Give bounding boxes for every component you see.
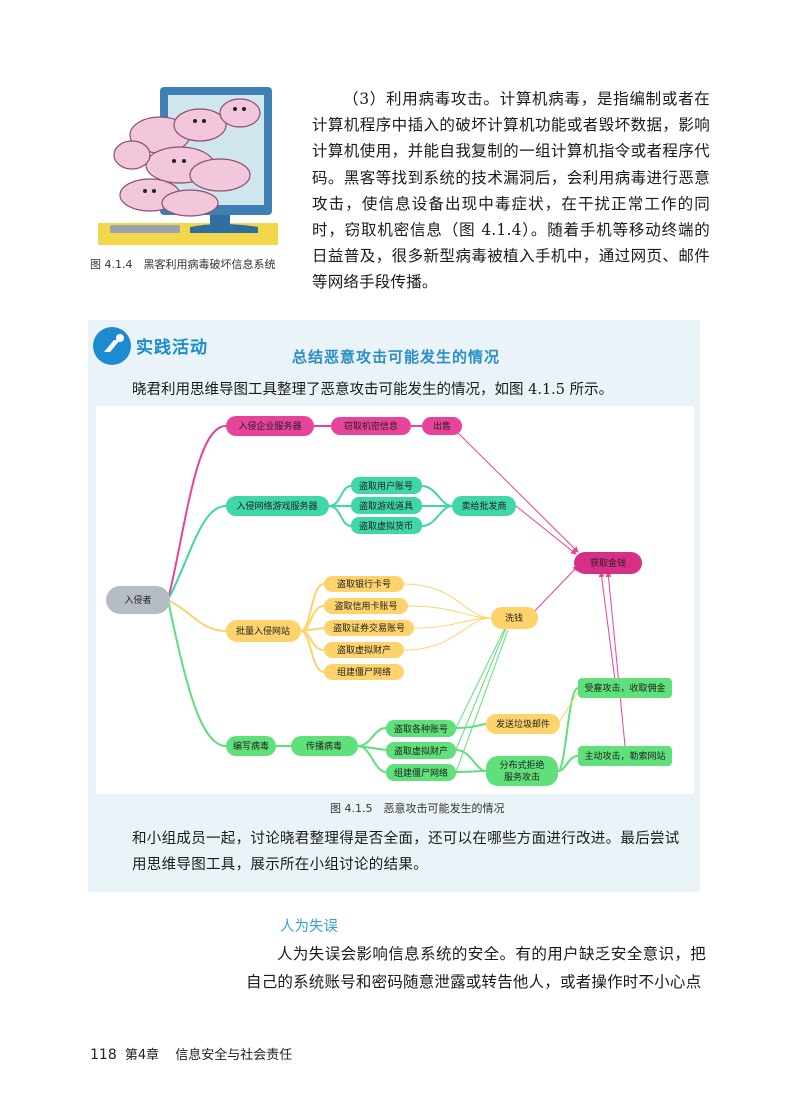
activity-task-paragraph: 和小组成员一起，讨论晓君整理得是否全面，还可以在哪些方面进行改进。最后尝试用思维… xyxy=(132,831,680,873)
node-steal-bank-card: 盗取银行卡号 xyxy=(324,576,404,592)
chapter-label: 第4章 xyxy=(124,1048,160,1063)
monitor-stand xyxy=(210,215,230,227)
svg-text:盗取用户账号: 盗取用户账号 xyxy=(359,480,413,492)
node-steal-securities-account: 盗取证券交易账号 xyxy=(324,620,414,636)
svg-text:卖给批发商: 卖给批发商 xyxy=(461,500,506,512)
virus-cloud-icon xyxy=(113,98,261,217)
node-steal-game-items: 盗取游戏道具 xyxy=(351,497,422,514)
activity-intro: 晓君利用思维导图工具整理了恶意攻击可能发生的情况，如图 4.1.5 所示。 xyxy=(132,382,614,398)
node-spread-virus: 传播病毒 xyxy=(291,736,358,756)
node-sell-to-wholesaler: 卖给批发商 xyxy=(452,496,516,516)
node-enterprise-server: 入侵企业服务器 xyxy=(226,416,314,436)
node-steal-various-accounts: 盗取各种账号 xyxy=(386,720,456,737)
keyboard xyxy=(110,225,180,233)
svg-text:入侵企业服务器: 入侵企业服务器 xyxy=(238,420,301,432)
root-label: 入侵者 xyxy=(124,594,151,606)
node-build-botnet-2: 组建僵尸网络 xyxy=(386,764,456,781)
activity-title: 总结恶意攻击可能发生的情况 xyxy=(292,348,501,366)
svg-text:盗取各种账号: 盗取各种账号 xyxy=(394,723,448,735)
node-steal-virtual-property-2: 盗取虚拟财产 xyxy=(386,742,456,759)
svg-text:分布式拒绝: 分布式拒绝 xyxy=(499,759,544,771)
body-paragraph: （3）利用病毒攻击。计算机病毒，是指编制或者在计算机程序中插入的破坏计算机功能或… xyxy=(312,90,710,292)
svg-text:受雇攻击，收取佣金: 受雇攻击，收取佣金 xyxy=(584,682,665,694)
node-steal-virtual-currency: 盗取虚拟货币 xyxy=(351,517,422,534)
svg-text:批量入侵网站: 批量入侵网站 xyxy=(236,625,290,637)
mind-map-arrows xyxy=(450,425,627,773)
svg-text:主动攻击，勒索网站: 主动攻击，勒索网站 xyxy=(584,750,665,762)
svg-text:盗取银行卡号: 盗取银行卡号 xyxy=(337,578,391,590)
node-sell: 出售 xyxy=(422,417,462,435)
section-heading: 人为失误 xyxy=(280,919,338,935)
svg-text:盗取证券交易账号: 盗取证券交易账号 xyxy=(333,622,405,634)
svg-text:组建僵尸网络: 组建僵尸网络 xyxy=(394,767,448,779)
svg-text:窃取机密信息: 窃取机密信息 xyxy=(344,420,398,432)
svg-text:服务攻击: 服务攻击 xyxy=(504,771,540,783)
svg-text:传播病毒: 传播病毒 xyxy=(306,740,342,752)
svg-text:入侵网络游戏服务器: 入侵网络游戏服务器 xyxy=(236,500,317,512)
node-active-attack: 主动攻击，勒索网站 xyxy=(578,746,672,766)
svg-text:组建僵尸网络: 组建僵尸网络 xyxy=(337,666,391,678)
node-steal-secrets: 窃取机密信息 xyxy=(331,417,411,435)
node-steal-user-account: 盗取用户账号 xyxy=(351,477,422,494)
virus-faces xyxy=(143,107,246,193)
svg-text:编写病毒: 编写病毒 xyxy=(233,740,269,752)
node-get-money: 获取金钱 xyxy=(574,552,642,574)
figure-caption: 图 4.1.4 黑客利用病毒破坏信息系统 xyxy=(90,258,276,271)
node-hired-attack: 受雇攻击，收取佣金 xyxy=(578,678,672,698)
mind-map: 入侵者 入侵企业服务器 窃取机密信息 出售 入侵网络游戏服务器 盗取用户账号 盗… xyxy=(96,406,694,794)
node-build-botnet: 组建僵尸网络 xyxy=(324,664,404,680)
svg-text:盗取虚拟财产: 盗取虚拟财产 xyxy=(337,644,391,656)
node-send-spam: 发送垃圾邮件 xyxy=(486,714,560,734)
node-steal-credit-card: 盗取信用卡账号 xyxy=(324,598,408,614)
chapter-title: 信息安全与社会责任 xyxy=(175,1048,293,1063)
node-launder-money: 洗钱 xyxy=(491,607,538,629)
svg-text:发送垃圾邮件: 发送垃圾邮件 xyxy=(496,718,550,730)
mind-map-root-node: 入侵者 xyxy=(106,586,170,614)
svg-text:获取金钱: 获取金钱 xyxy=(590,557,626,569)
node-game-server: 入侵网络游戏服务器 xyxy=(226,496,329,516)
node-batch-intrude-sites: 批量入侵网站 xyxy=(226,620,301,642)
virus-computer-illustration xyxy=(98,87,278,245)
svg-text:出售: 出售 xyxy=(433,420,451,432)
svg-text:盗取游戏道具: 盗取游戏道具 xyxy=(359,500,413,512)
svg-text:盗取虚拟财产: 盗取虚拟财产 xyxy=(394,745,448,757)
node-ddos: 分布式拒绝 服务攻击 xyxy=(486,756,558,786)
body-paragraph: 人为失误会影响信息系统的安全。有的用户缺乏安全意识，把自己的系统账号和密码随意泄… xyxy=(246,945,706,991)
practice-activity-label: 实践活动 xyxy=(136,338,208,358)
svg-text:洗钱: 洗钱 xyxy=(505,612,523,624)
page-footer: 118 第4章 信息安全与社会责任 xyxy=(90,1044,292,1063)
svg-text:盗取虚拟货币: 盗取虚拟货币 xyxy=(359,520,413,532)
page-number: 118 xyxy=(90,1047,117,1063)
node-write-virus: 编写病毒 xyxy=(226,736,276,756)
svg-text:盗取信用卡账号: 盗取信用卡账号 xyxy=(334,600,397,612)
monitor-base xyxy=(190,224,258,233)
figure-caption: 图 4.1.5 恶意攻击可能发生的情况 xyxy=(330,802,505,815)
practice-activity-icon xyxy=(93,327,131,365)
mind-map-connectors xyxy=(167,425,579,773)
node-steal-virtual-property: 盗取虚拟财产 xyxy=(324,642,404,658)
